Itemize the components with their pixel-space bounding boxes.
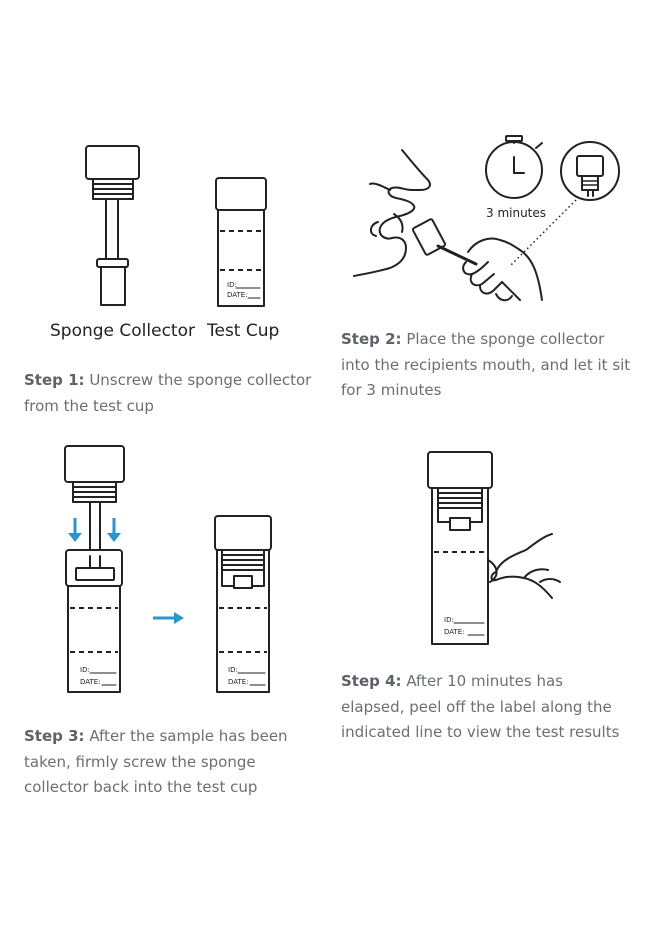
down-arrow-icon	[68, 518, 121, 542]
cup-id-field: ID:	[444, 616, 454, 624]
step-3-text: After the sample has been taken, firmly …	[24, 727, 288, 796]
step-3-prefix: Step 3:	[24, 727, 85, 745]
sponge-collector-and-test-cup-drawing: ID: DATE:	[85, 145, 267, 307]
step-1-prefix: Step 1:	[24, 371, 85, 389]
step-2-text: Place the sponge collector into the reci…	[341, 330, 631, 399]
step-2-illustration: 3 minutes	[320, 0, 645, 330]
step-2-caption: Step 2: Place the sponge collector into …	[341, 327, 633, 404]
test-cup-icon: ID: DATE:	[215, 177, 267, 307]
timer-label: 3 minutes	[486, 206, 546, 220]
cup-id-field: ID:	[228, 666, 238, 674]
step-3-illustration: ID: DATE: ID: DATE:	[0, 430, 320, 710]
sponge-collector-icon	[64, 445, 125, 573]
sponge-collector-label: Sponge Collector	[50, 321, 195, 341]
cup-date-field: DATE:	[228, 678, 249, 686]
test-cup-label: Test Cup	[207, 321, 280, 341]
step-1-text: Unscrew the sponge collector from the te…	[24, 371, 312, 415]
magnified-collector-icon	[509, 141, 620, 267]
step-4-prefix: Step 4:	[341, 672, 402, 690]
sponge-collector-icon	[85, 145, 140, 306]
right-arrow-icon	[153, 612, 184, 624]
cup-date-field: DATE:	[444, 628, 465, 636]
step-4-illustration: ID: DATE:	[320, 430, 645, 670]
step-1-illustration: ID: DATE: Sponge Collector Test Cup	[0, 0, 320, 360]
cup-id-field: ID:	[80, 666, 90, 674]
screw-collector-back-drawing: ID: DATE: ID: DATE:	[64, 445, 272, 693]
step-1-caption: Step 1: Unscrew the sponge collector fro…	[24, 368, 314, 419]
peel-label-drawing: ID: DATE:	[427, 451, 561, 645]
cup-id-field: ID:	[227, 281, 237, 289]
assembled-test-cup-icon: ID: DATE:	[214, 515, 272, 693]
cup-date-field: DATE:	[227, 291, 248, 299]
stopwatch-icon	[485, 135, 543, 199]
test-cup-with-label-icon: ID: DATE:	[427, 451, 498, 645]
test-cup-icon: ID: DATE:	[65, 549, 123, 693]
mouth-and-timer-drawing: 3 minutes	[353, 135, 620, 302]
step-2-prefix: Step 2:	[341, 330, 402, 348]
hand-holding-sponge-icon	[411, 218, 543, 302]
face-profile-icon	[353, 149, 431, 277]
step-4-text: After 10 minutes has elapsed, peel off t…	[341, 672, 620, 741]
step-3-caption: Step 3: After the sample has been taken,…	[24, 724, 304, 801]
step-4-caption: Step 4: After 10 minutes has elapsed, pe…	[341, 669, 626, 746]
hand-peeling-icon	[490, 533, 561, 599]
cup-date-field: DATE:	[80, 678, 101, 686]
